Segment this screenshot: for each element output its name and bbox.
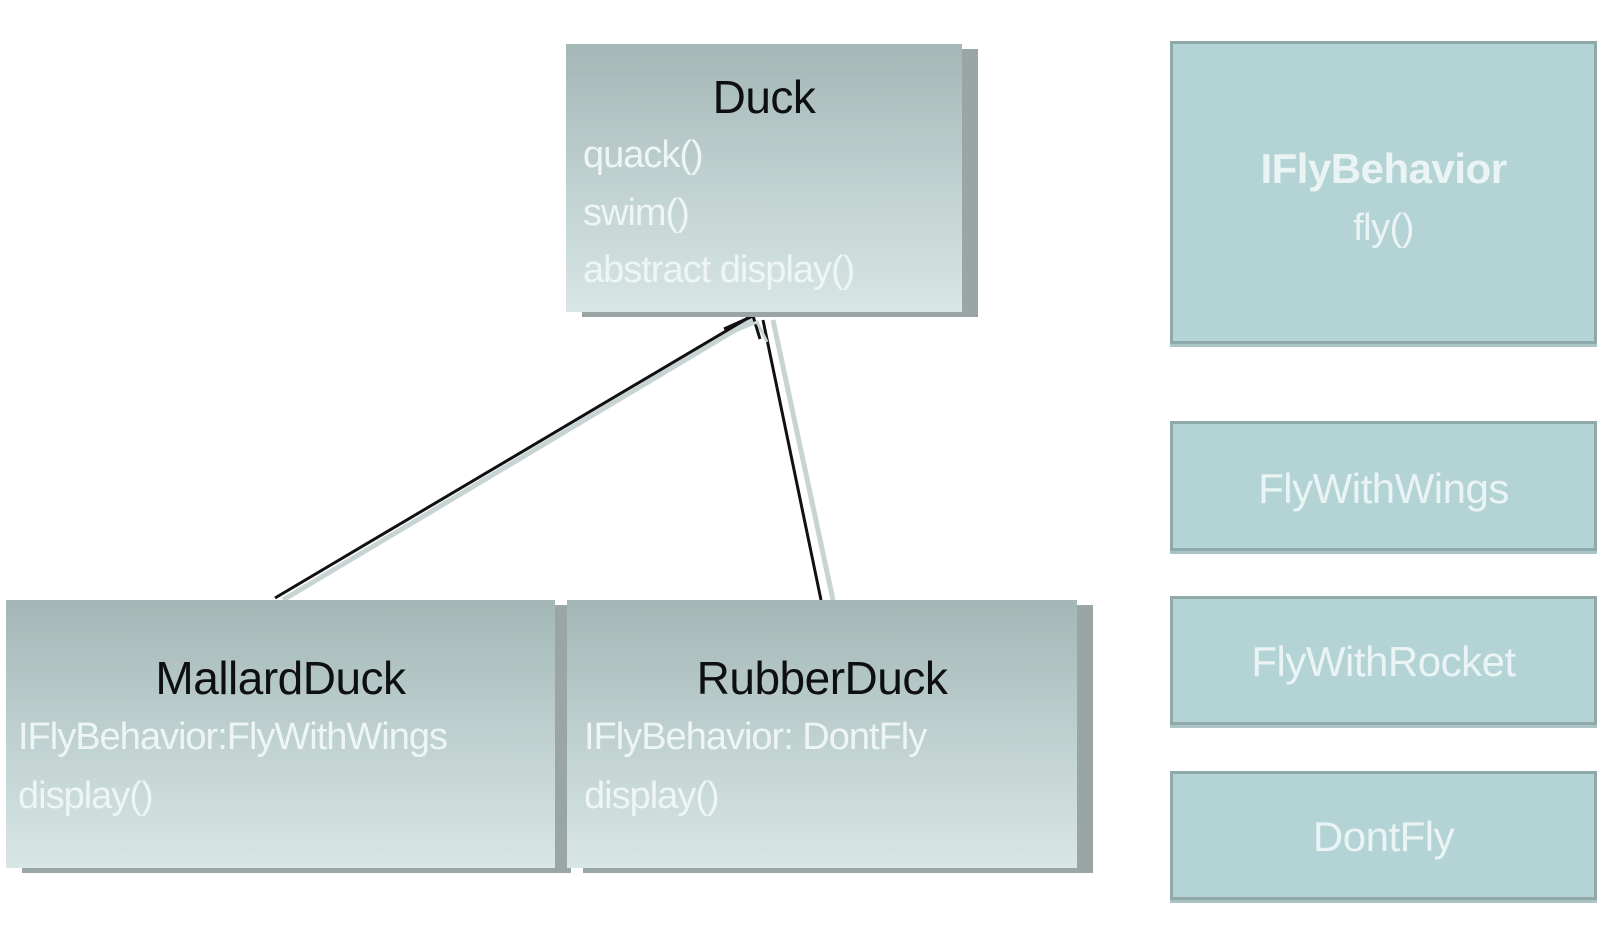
arrow-head — [723, 313, 769, 343]
mallarduck-member-display: display() — [18, 775, 154, 817]
rubberduck-member-flybehavior: IFlyBehavior: DontFly — [584, 716, 927, 758]
iflybehavior-interface-box[interactable]: IFlyBehavior fly() — [1170, 41, 1597, 344]
rubberduck-class-name: RubberDuck — [696, 652, 948, 704]
rubberduck-class-box[interactable]: RubberDuck IFlyBehavior: DontFly display… — [567, 600, 1077, 868]
flywithwings-name: FlyWithWings — [1258, 465, 1509, 512]
duck-member-quack: quack() — [583, 134, 704, 176]
duck-class-name: Duck — [712, 71, 816, 123]
rubber-to-duck-arrow — [761, 319, 836, 601]
mallarduck-class-box[interactable]: MallardDuck IFlyBehavior:FlyWithWings di… — [6, 600, 555, 868]
flywithrocket-box[interactable]: FlyWithRocket — [1170, 596, 1597, 725]
flywithrocket-name: FlyWithRocket — [1251, 638, 1516, 685]
duck-class-box[interactable]: Duck quack() swim() abstract display() — [566, 44, 962, 312]
flywithwings-box[interactable]: FlyWithWings — [1170, 421, 1597, 551]
dontfly-box[interactable]: DontFly — [1170, 771, 1597, 900]
mallarduck-member-flybehavior: IFlyBehavior:FlyWithWings — [18, 716, 448, 758]
mallarduck-class-name: MallardDuck — [155, 652, 406, 704]
mallard-to-duck-arrow — [274, 316, 754, 603]
iflybehavior-method-fly: fly() — [1353, 207, 1414, 249]
dontfly-name: DontFly — [1312, 813, 1455, 860]
rubberduck-member-display: display() — [584, 775, 720, 817]
iflybehavior-interface-name: IFlyBehavior — [1260, 145, 1507, 192]
duck-member-display: abstract display() — [583, 249, 855, 291]
duck-member-swim: swim() — [583, 192, 690, 234]
